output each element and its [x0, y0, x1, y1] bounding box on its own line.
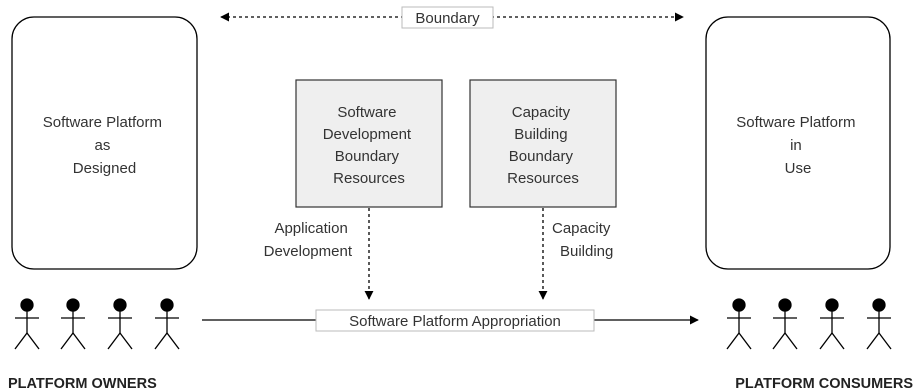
capacity-resources-box: [469, 79, 617, 208]
owner-actor-icon: [60, 298, 86, 350]
app-dev-label: Application Development: [264, 220, 353, 260]
designed-platform-label: Software Platform as Designed: [43, 114, 166, 177]
owner-actor-icon: [107, 298, 133, 350]
platform-owners-label: PLATFORM OWNERS: [8, 376, 157, 392]
platform-consumers-group: [726, 298, 892, 350]
consumer-actor-icon: [819, 298, 845, 350]
in-use-platform-box: [705, 16, 891, 270]
designed-platform-box: [11, 16, 198, 270]
consumer-actor-icon: [772, 298, 798, 350]
cap-build-label: Capacity Building: [552, 220, 615, 260]
platform-owners-group: [14, 298, 180, 350]
consumer-actor-icon: [726, 298, 752, 350]
appropriation-label: Software Platform Appropriation: [349, 313, 561, 330]
owner-actor-icon: [14, 298, 40, 350]
boundary-label: Boundary: [415, 10, 480, 27]
in-use-platform-label: Software Platform in Use: [736, 114, 859, 177]
dev-resources-box: [295, 79, 443, 208]
appropriation-label-bg: [315, 309, 595, 332]
capacity-resources-label: Capacity Building Boundary Resources: [507, 104, 579, 187]
owner-actor-icon: [154, 298, 180, 350]
platform-consumers-label: PLATFORM CONSUMERS: [735, 376, 913, 392]
consumer-actor-icon: [866, 298, 892, 350]
dev-resources-label: Software Development Boundary Resources: [323, 104, 416, 187]
boundary-label-bg: [401, 6, 494, 29]
